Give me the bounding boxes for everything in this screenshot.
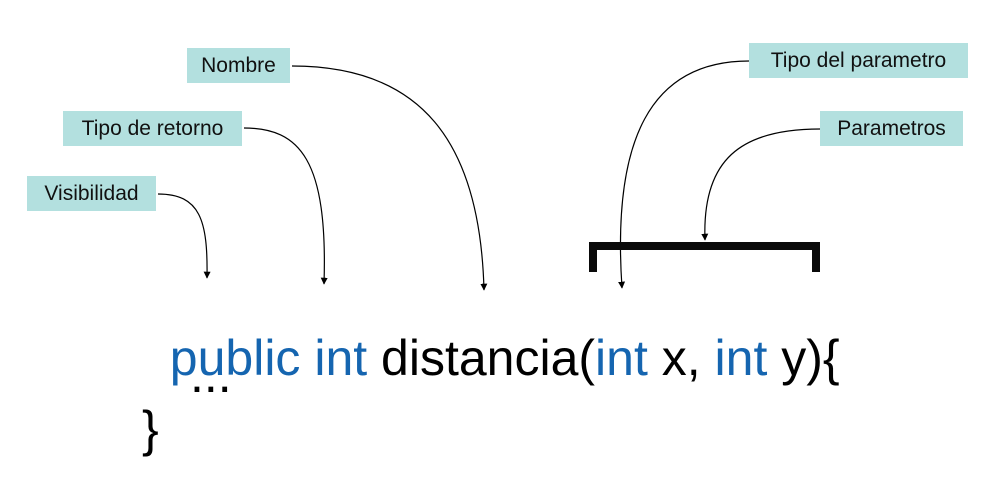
code-token: x, [647, 330, 715, 386]
method-signature-line: public int distancia(int x, int y){ [142, 283, 840, 383]
visibility-label: Visibilidad [27, 176, 156, 211]
param-type-arrow [618, 60, 750, 289]
parameters-label: Parametros [820, 111, 963, 146]
code-token: distancia( [367, 330, 596, 386]
code-token: int [314, 330, 368, 386]
name-label: Nombre [187, 48, 290, 83]
param-type-label: Tipo del parametro [749, 43, 968, 78]
method-body-ellipsis: ... [190, 347, 232, 403]
parameters-bracket [589, 242, 820, 272]
code-token: y){ [767, 330, 840, 386]
visibility-arrow [157, 193, 211, 279]
code-token: int [595, 330, 648, 386]
return-type-arrow [243, 127, 328, 285]
code-token: public [169, 330, 301, 386]
code-token [300, 330, 314, 386]
code-token: int [714, 330, 768, 386]
name-arrow [291, 65, 488, 291]
parameters-arrow [701, 128, 821, 241]
return-type-label: Tipo de retorno [63, 111, 242, 146]
closing-brace: } [142, 401, 159, 457]
